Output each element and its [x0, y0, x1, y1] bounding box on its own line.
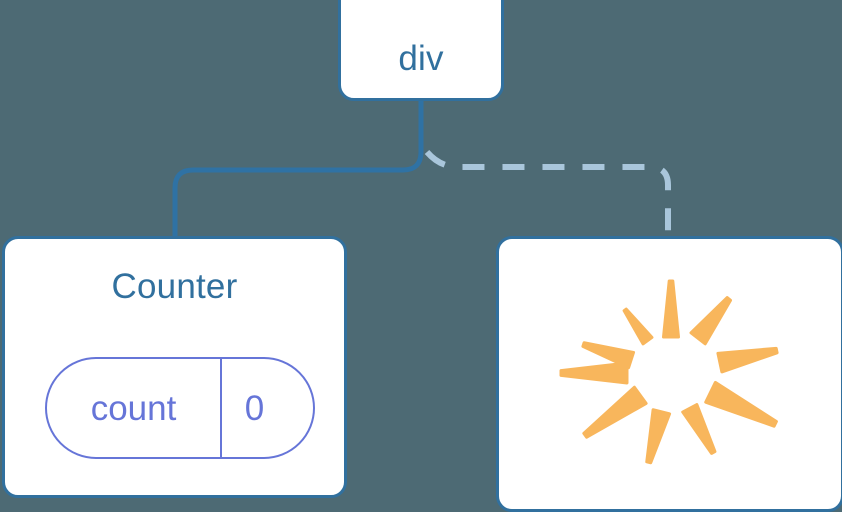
edge-div-to-sparkle	[424, 149, 671, 238]
sparkle-ray-9	[689, 296, 733, 346]
sparkle-ray-0	[662, 279, 680, 339]
sparkle-ray-8	[716, 346, 779, 374]
sparkle-ray-6	[681, 403, 717, 455]
sparkle-ray-3	[559, 361, 629, 385]
sparkle-burst-icon	[559, 279, 779, 465]
node-counter-label: Counter	[111, 267, 238, 306]
sparkle-ray-1	[622, 307, 654, 346]
node-sparkle[interactable]	[496, 236, 842, 512]
sparkle-ray-2	[581, 341, 636, 370]
sparkle-ray-7	[704, 380, 778, 428]
node-div[interactable]: div	[338, 0, 504, 101]
state-value-label: 0	[244, 388, 265, 428]
state-value-cell: 0	[222, 359, 313, 457]
node-counter[interactable]: Counter count 0	[2, 236, 347, 498]
edge-div-to-counter	[172, 97, 424, 241]
sparkle-ray-5	[645, 408, 672, 465]
state-pill[interactable]: count 0	[45, 357, 315, 459]
node-div-label: div	[398, 39, 444, 78]
state-key-label: count	[90, 388, 177, 428]
sparkle-ray-4	[582, 385, 648, 439]
state-key-cell: count	[47, 359, 222, 457]
